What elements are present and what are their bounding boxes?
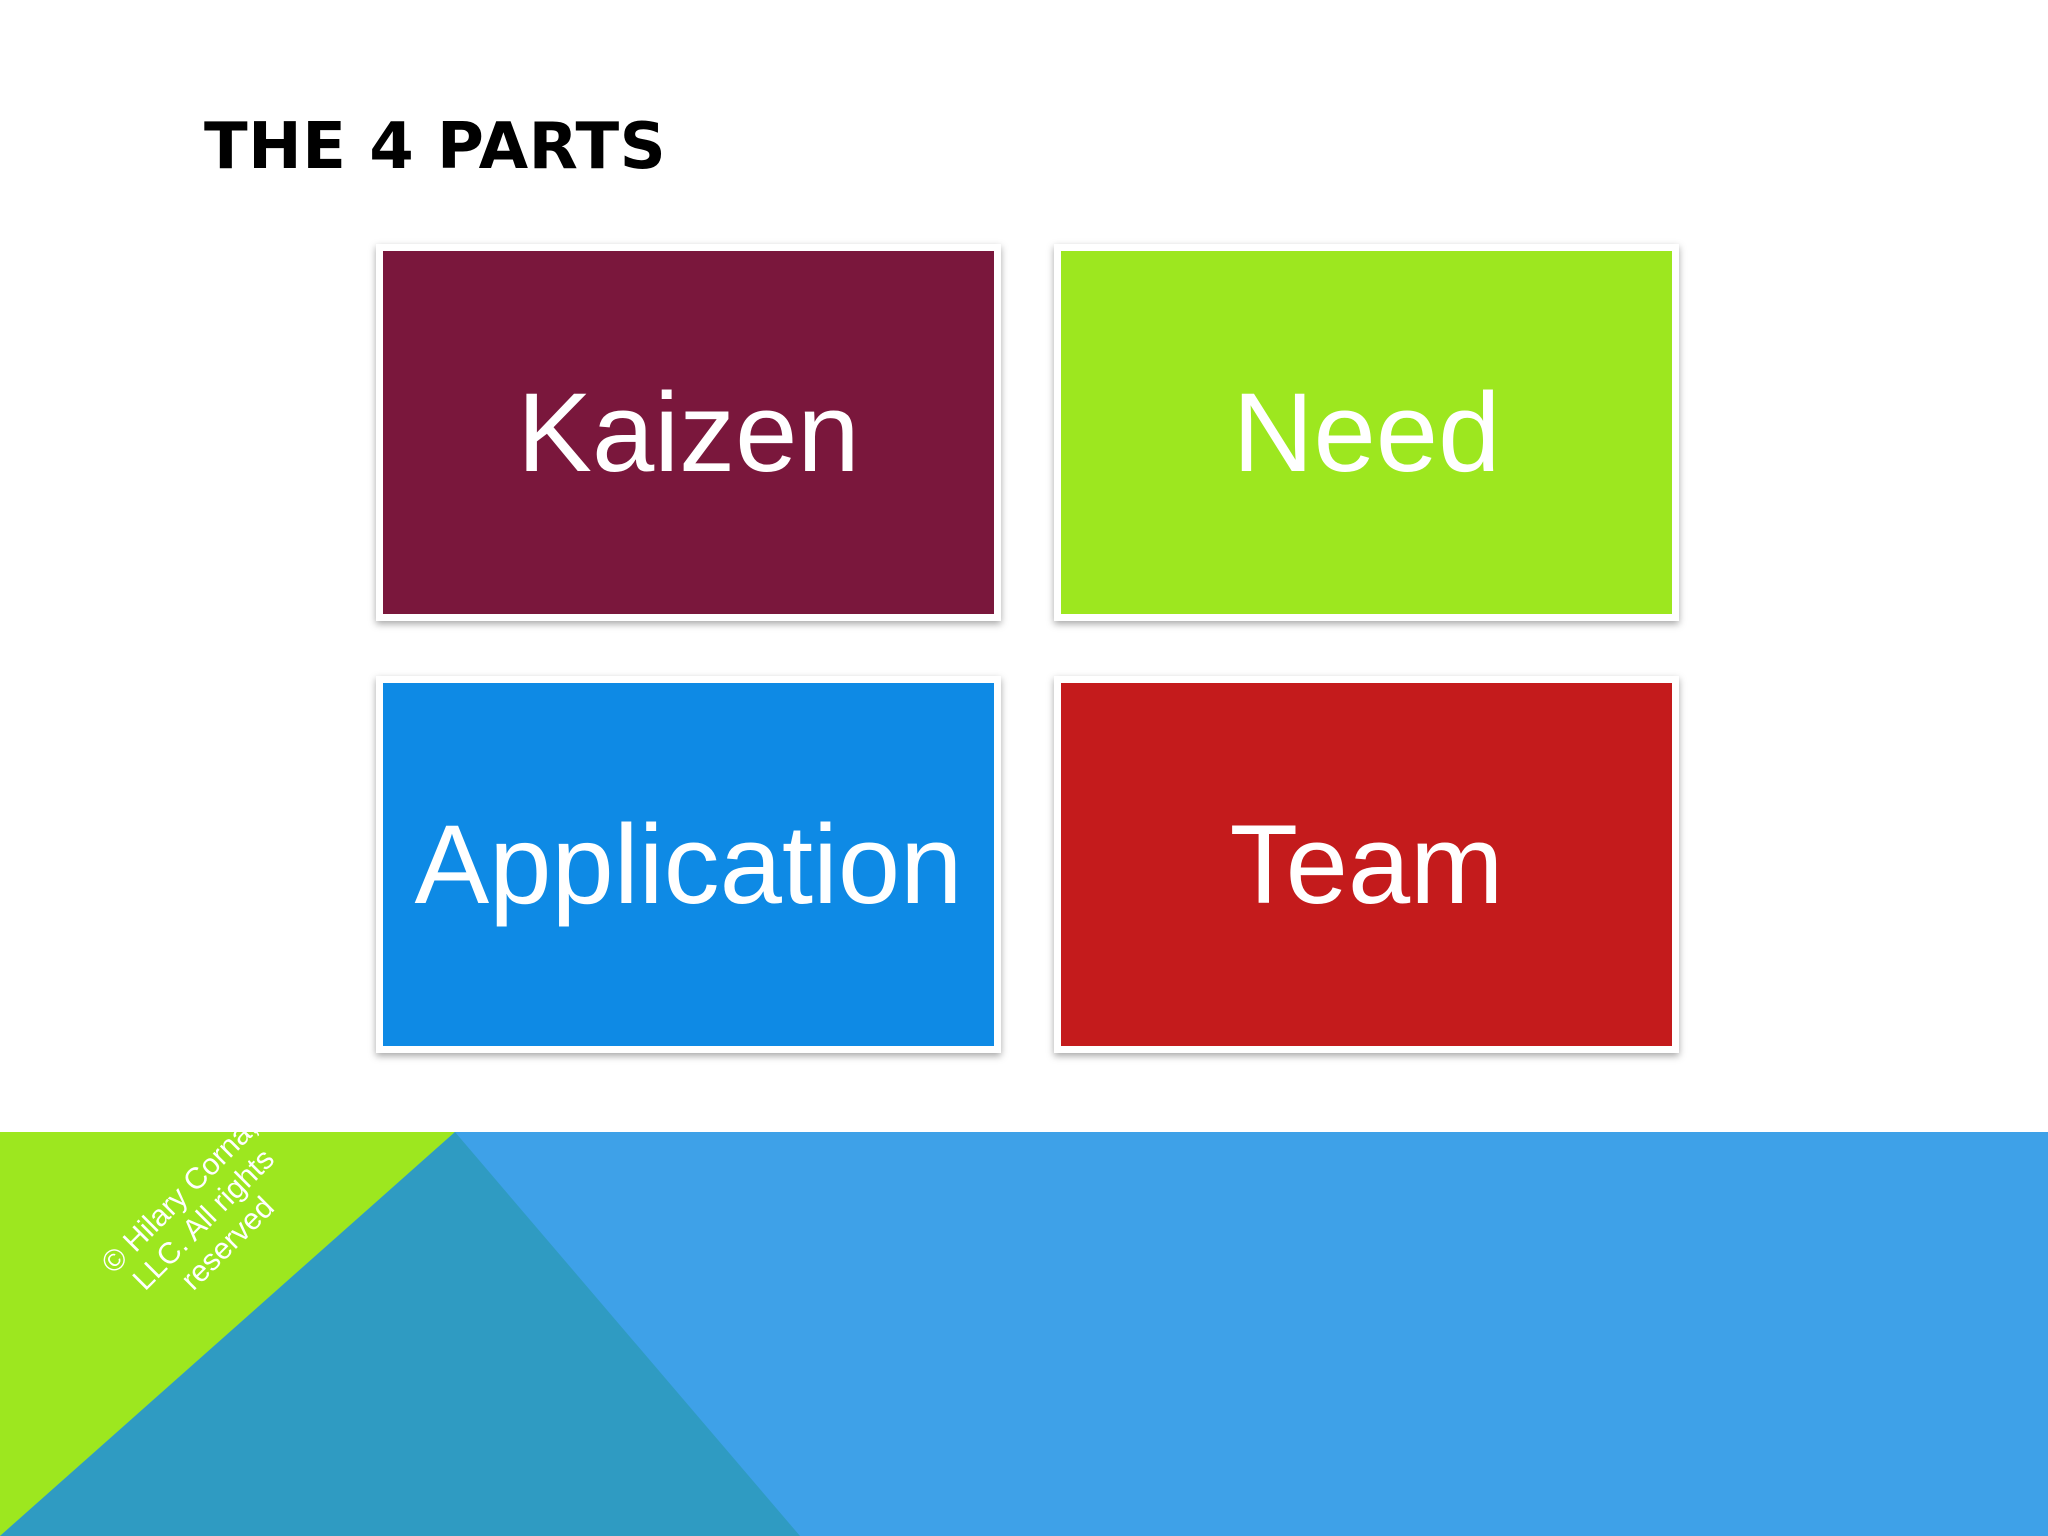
footer-teal-triangle — [0, 1132, 800, 1536]
tile-application[interactable]: Application — [376, 676, 1001, 1053]
tile-kaizen[interactable]: Kaizen — [376, 244, 1001, 621]
footer-graphic — [0, 1132, 2048, 1536]
tile-need[interactable]: Need — [1054, 244, 1679, 621]
tile-team[interactable]: Team — [1054, 676, 1679, 1053]
tile-label: Need — [1232, 369, 1501, 495]
tile-label: Application — [414, 801, 963, 927]
footer-band — [0, 1132, 2048, 1536]
slide-title: THE 4 PARTS — [204, 110, 667, 184]
tile-label: Kaizen — [517, 369, 860, 495]
tile-label: Team — [1229, 801, 1504, 927]
